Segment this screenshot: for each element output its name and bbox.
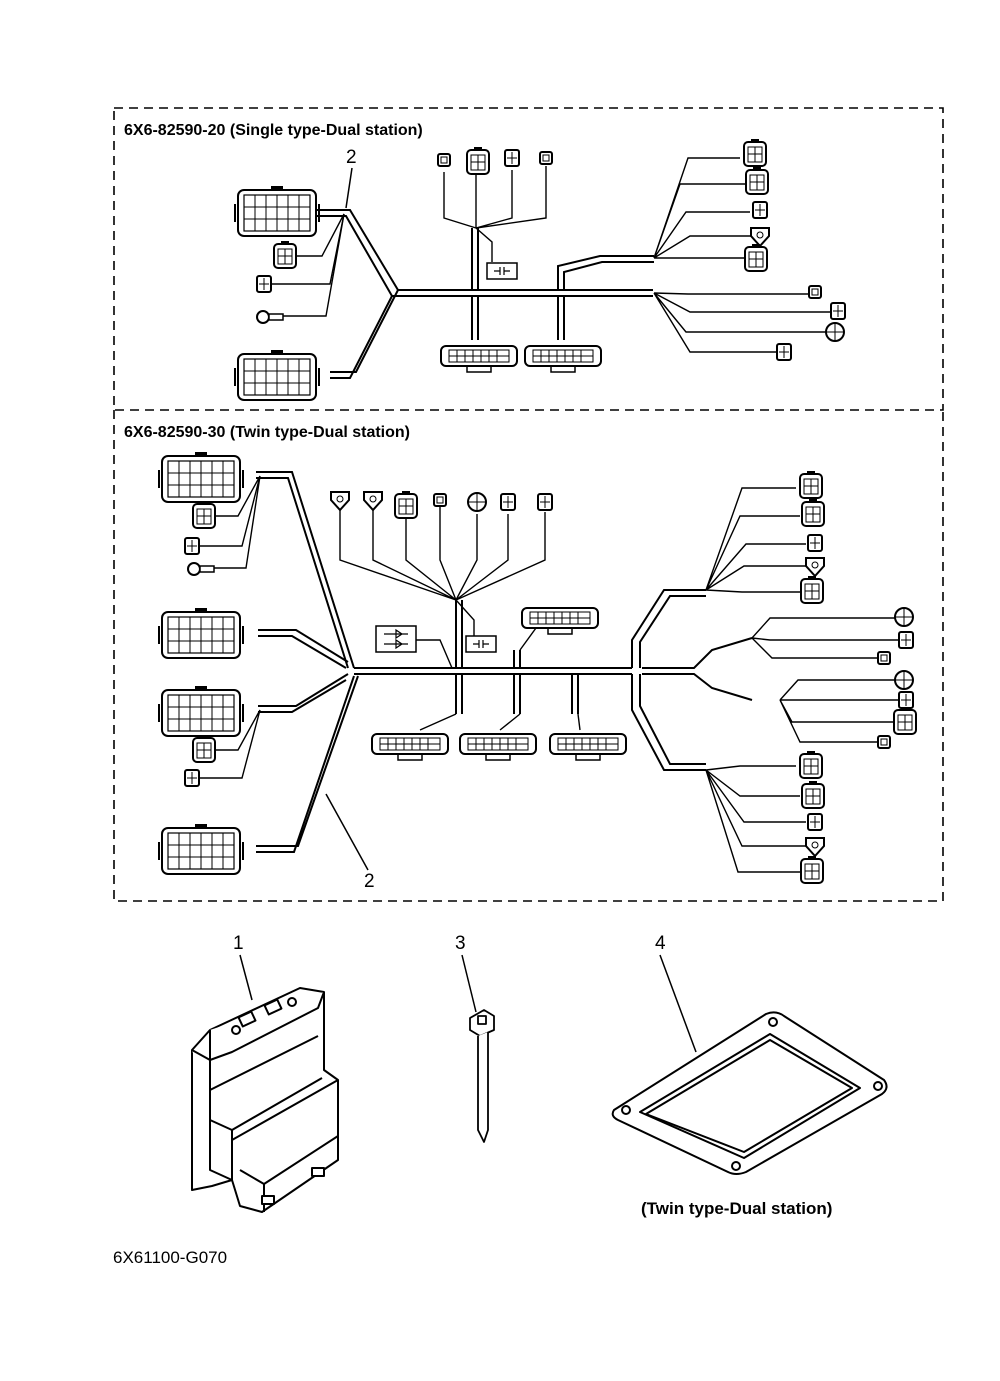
section-single-type: 6X6-82590-20 (Single type-Dual station) … bbox=[113, 107, 944, 411]
section-twin-title: 6X6-82590-30 (Twin type-Dual station) bbox=[124, 424, 410, 441]
callout-3: 3 bbox=[455, 933, 466, 954]
drawing-code: 6X61100-G070 bbox=[113, 1248, 227, 1267]
part-3-cable-tie: 3 bbox=[455, 933, 495, 1143]
part-4-gasket: 4 (Twin type-Dual station) bbox=[611, 933, 888, 1218]
callout-2-twin: 2 bbox=[364, 871, 375, 892]
section-twin-type: 6X6-82590-30 (Twin type-Dual station) 2 bbox=[113, 410, 944, 902]
callout-4: 4 bbox=[655, 933, 666, 954]
gasket-caption: (Twin type-Dual station) bbox=[641, 1199, 832, 1218]
callout-2-single: 2 bbox=[346, 147, 357, 168]
section-single-title: 6X6-82590-20 (Single type-Dual station) bbox=[124, 122, 423, 139]
callout-1: 1 bbox=[233, 933, 244, 954]
part-1-control-unit: 1 bbox=[191, 933, 339, 1213]
